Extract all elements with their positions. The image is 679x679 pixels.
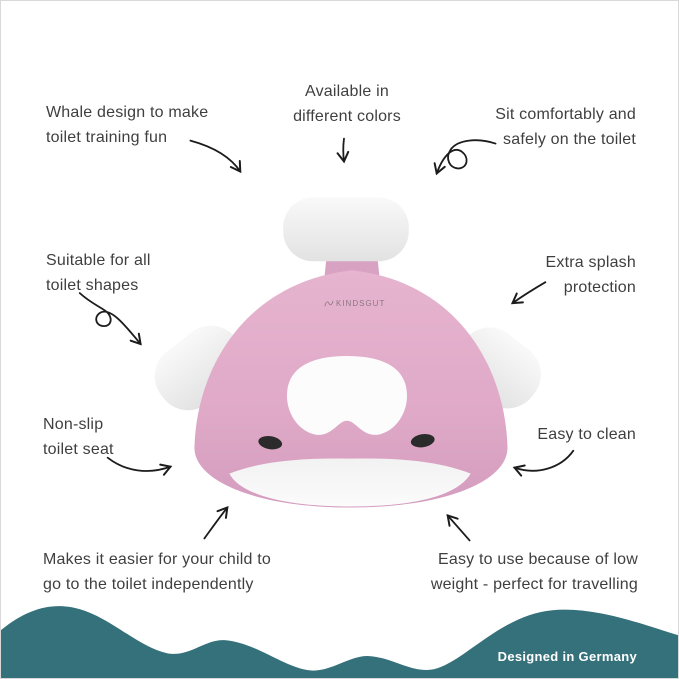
whale-tail-fin-backrest: [283, 197, 409, 262]
note-suitable-shapes: Suitable for all toilet shapes: [46, 252, 151, 294]
note-easy-clean: Easy to clean: [537, 426, 636, 443]
arrow-available-colors: [336, 137, 350, 164]
note-sit-comfortably: Sit comfortably and safely on the toilet: [495, 106, 636, 148]
seat-hole: [286, 355, 408, 435]
whale-belly: [229, 458, 471, 507]
brand-flourish-icon: [324, 300, 334, 307]
note-whale-design: Whale design to make toilet training fun: [46, 104, 209, 146]
whale-right-eye: [410, 434, 435, 448]
arrow-non-slip: [106, 456, 173, 476]
note-available-colors: Available in different colors: [293, 83, 401, 125]
brand-logo: KINDSGUT: [324, 299, 385, 308]
arrow-sit-comfortably: [433, 139, 497, 176]
callout-arrows: [78, 137, 575, 542]
arrow-whale-design: [189, 139, 242, 174]
whale-left-eye: [258, 436, 283, 450]
note-extra-splash: Extra splash protection: [545, 254, 636, 296]
product-whale-seat: [154, 197, 541, 508]
arrow-suitable-shapes: [78, 292, 142, 346]
note-independent: Makes it easier for your child to go to …: [43, 551, 272, 593]
designed-in-germany-label: Designed in Germany: [497, 649, 637, 664]
note-low-weight: Easy to use because of low weight - perf…: [430, 551, 638, 593]
arrow-independent: [203, 506, 229, 540]
arrow-extra-splash: [510, 281, 547, 305]
footer-wave: [1, 606, 678, 678]
brand-logo-text: KINDSGUT: [336, 299, 386, 308]
note-non-slip: Non-slip toilet seat: [43, 416, 114, 458]
arrow-easy-clean: [512, 449, 575, 477]
arrow-low-weight: [446, 514, 471, 542]
